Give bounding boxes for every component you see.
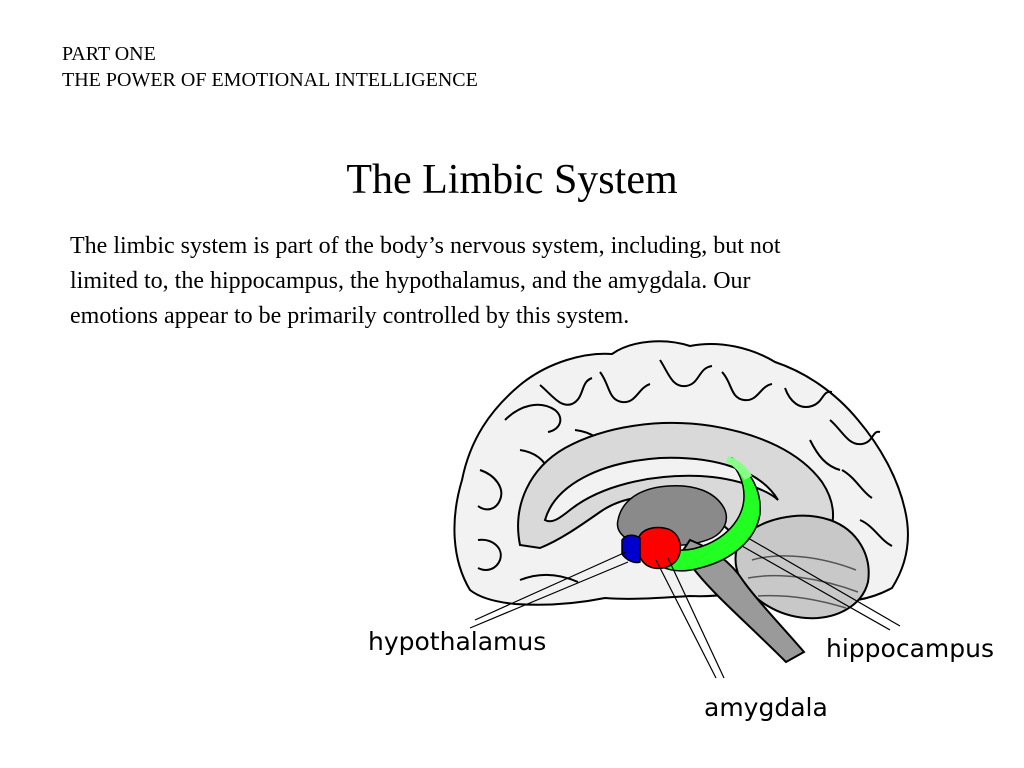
corpus-callosum <box>543 456 779 523</box>
cerebellum-folia <box>747 555 859 609</box>
label-hippocampus: hippocampus <box>826 634 994 663</box>
label-amygdala: amygdala <box>704 693 828 722</box>
header-part: PART ONE <box>62 43 156 65</box>
slide-header: PART ONE THE POWER OF EMOTIONAL INTELLIG… <box>62 41 478 93</box>
hippocampus-tail <box>726 456 752 480</box>
hypothalamus <box>621 534 641 564</box>
label-hypothalamus: hypothalamus <box>368 627 546 656</box>
brainstem <box>680 538 806 664</box>
slide-body-text: The limbic system is part of the body’s … <box>70 233 781 329</box>
brain-sulci <box>477 359 893 583</box>
amygdala <box>636 526 682 570</box>
header-section-title: THE POWER OF EMOTIONAL INTELLIGENCE <box>62 69 478 91</box>
leader-lines <box>469 537 901 679</box>
slide-title: The Limbic System <box>346 157 678 203</box>
